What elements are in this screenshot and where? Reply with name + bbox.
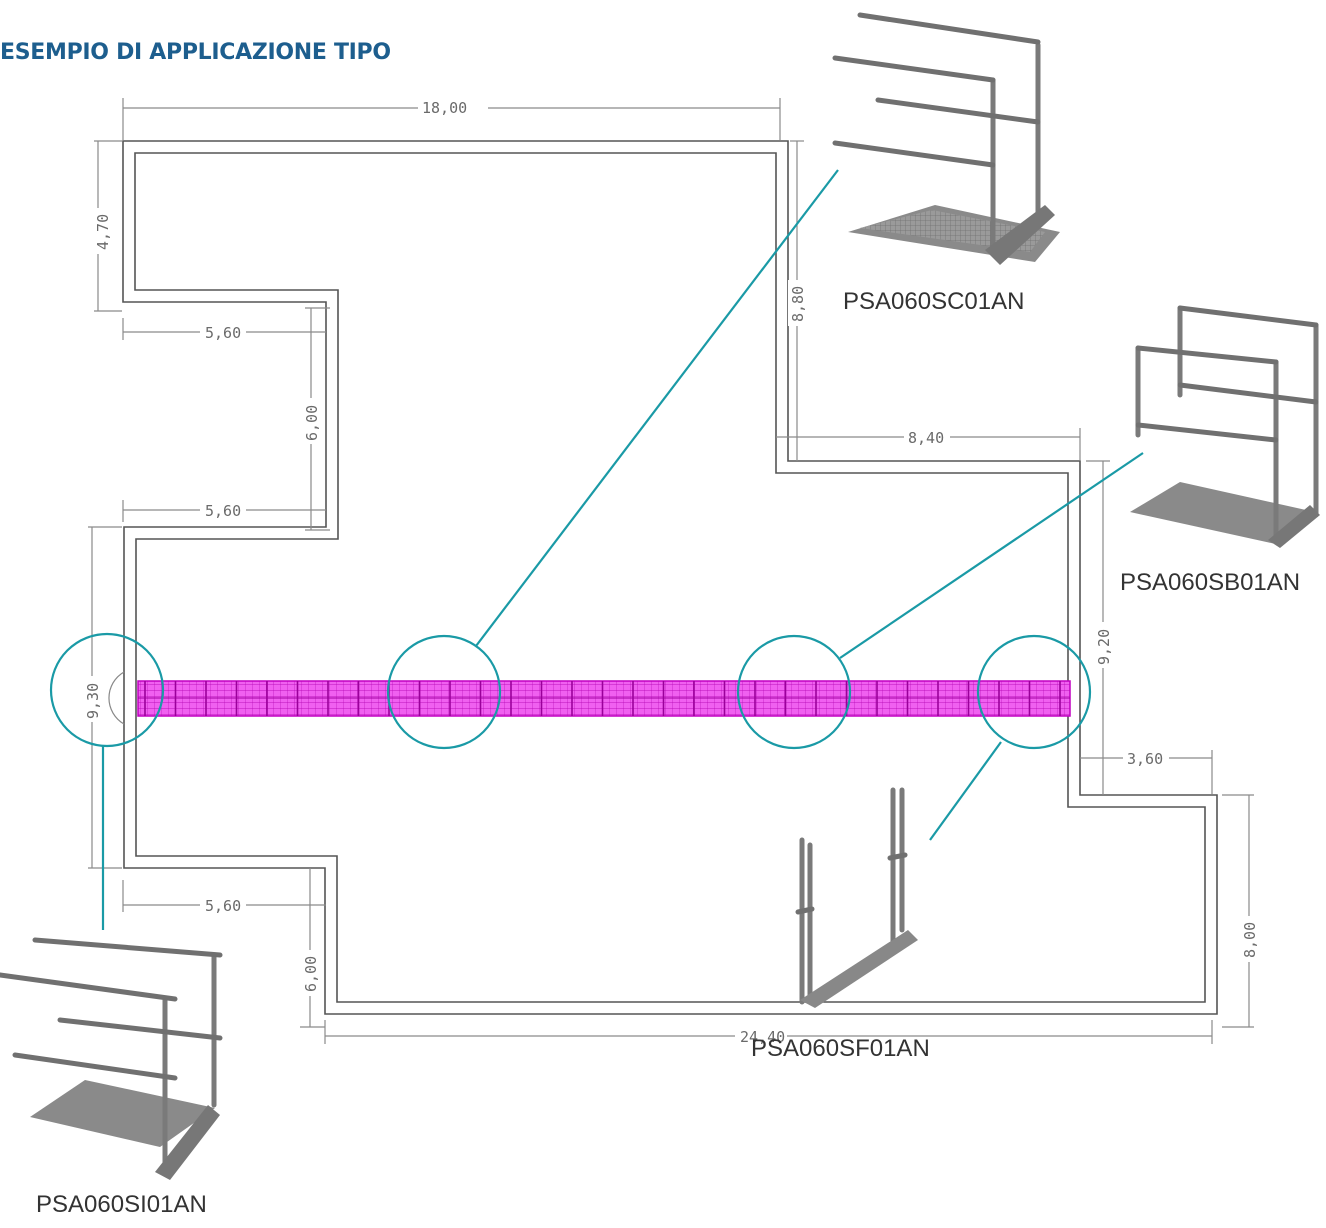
diagram-title: ESEMPIO DI APPLICAZIONE TIPO	[0, 40, 391, 65]
dimension-labels: 18,00 4,70 5,60 6,00 5,60 8,80 8,40 9,30…	[83, 98, 1259, 1046]
dim-right-step-width: 8,40	[908, 429, 944, 447]
callout-leader-corner	[475, 169, 839, 647]
dim-top-width: 18,00	[422, 99, 467, 117]
dim-right-upper-height: 8,80	[789, 286, 807, 322]
product-start-image	[0, 937, 223, 1180]
dim-bottom-notch-depth: 6,00	[302, 956, 320, 992]
dim-right-mid-height: 9,20	[1095, 629, 1113, 665]
dim-notch-depth: 6,00	[303, 405, 321, 441]
dim-right-lower-height: 8,00	[1241, 922, 1259, 958]
callouts	[49, 169, 1144, 930]
door-arc	[108, 671, 125, 725]
label-product-corner: PSA060SC01AN	[843, 288, 1024, 315]
dim-bottom-left-notch-width: 5,60	[205, 897, 241, 915]
roof-outline-inner	[134, 152, 1206, 1003]
callout-circle-corner	[386, 634, 502, 750]
dim-bottom-width: 24,40	[740, 1028, 785, 1046]
dim-top-left-height: 4,70	[94, 214, 112, 250]
dim-lower-notch-width: 5,60	[205, 502, 241, 520]
product-end-image	[795, 787, 918, 1008]
walkway-posts	[144, 681, 1061, 716]
label-product-end: PSA060SF01AN	[751, 1035, 930, 1062]
callout-circle-start	[49, 632, 165, 748]
dim-right-small-step: 3,60	[1127, 750, 1163, 768]
roof-outline-outer	[122, 140, 1218, 1015]
dim-upper-notch-width: 5,60	[205, 324, 241, 342]
callout-leader-end	[929, 741, 1002, 841]
product-corner-image	[832, 12, 1060, 265]
callout-circle-end	[976, 634, 1092, 750]
callout-circle-base	[736, 634, 852, 750]
callout-leader-base	[839, 452, 1144, 659]
dimension-lines	[88, 98, 1254, 1044]
product-base-image	[1130, 305, 1320, 548]
dim-left-height: 9,30	[84, 683, 102, 719]
roof-outline	[122, 140, 1218, 1015]
label-product-base: PSA060SB01AN	[1120, 569, 1300, 596]
walkway	[137, 680, 1071, 717]
label-product-start: PSA060SI01AN	[36, 1191, 207, 1218]
